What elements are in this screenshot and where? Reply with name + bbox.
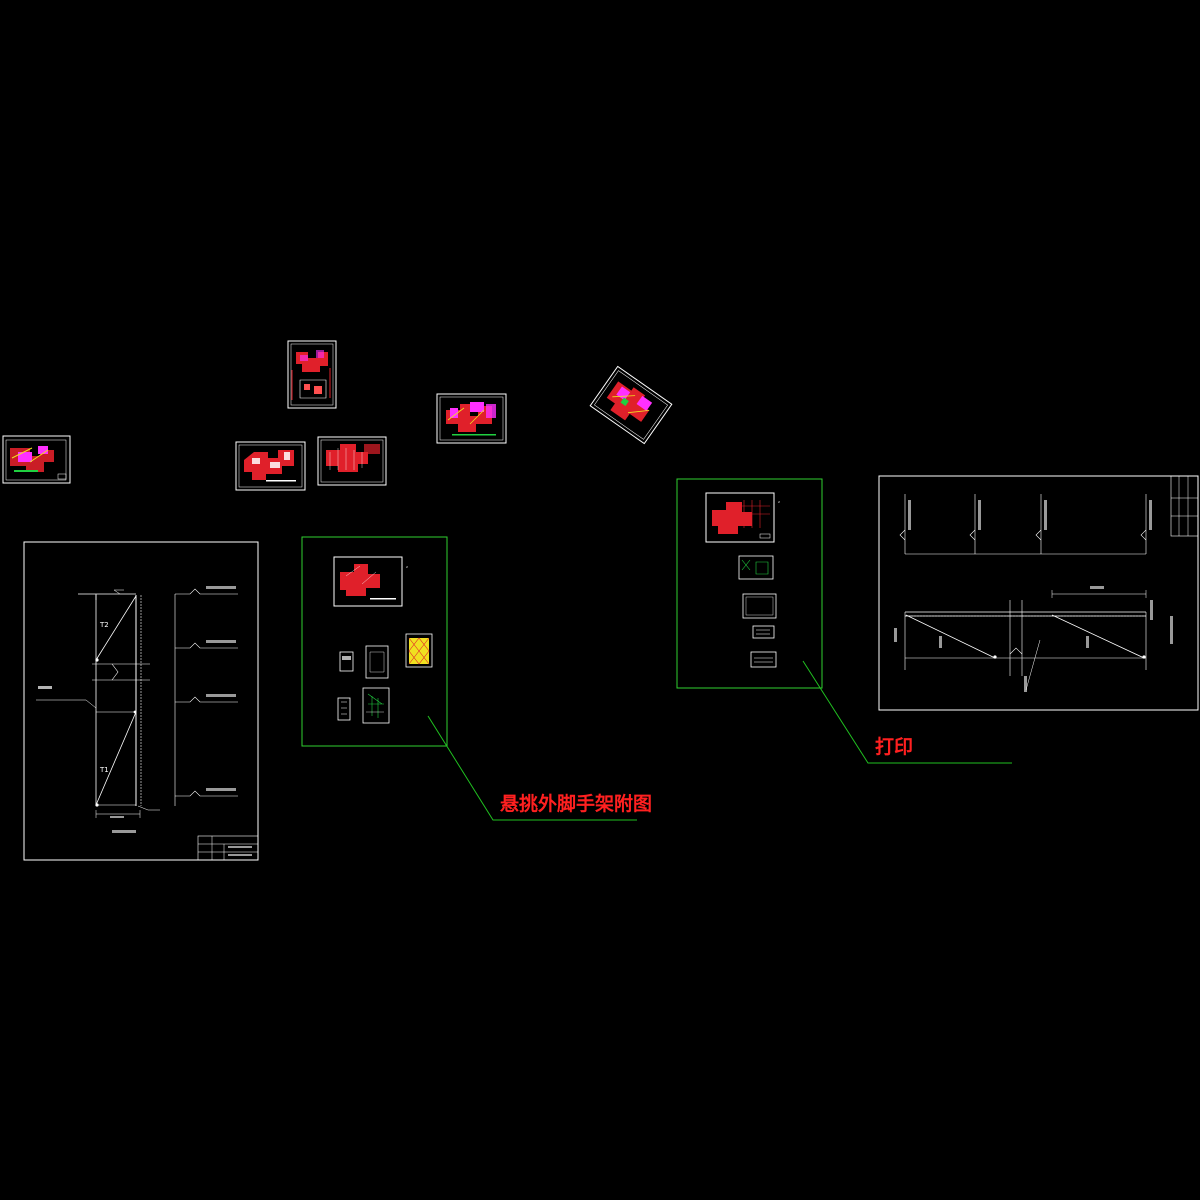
marker-t1: T1 — [99, 766, 109, 774]
plan-thumbnail-2[interactable] — [287, 340, 337, 409]
plan-thumbnail-6-rotated[interactable] — [589, 365, 673, 445]
annotation-print: 打印 — [802, 660, 1012, 764]
annotation-scaffold-drawings: 悬挑外脚手架附图 — [427, 715, 652, 821]
sheet-elevation-right[interactable] — [878, 475, 1199, 711]
label-scaffold-drawings: 悬挑外脚手架附图 — [500, 792, 652, 815]
plan-thumbnail-3[interactable] — [235, 441, 306, 491]
highlight-frame-print[interactable]: 2 — [676, 478, 823, 689]
plan-thumbnail-5[interactable] — [436, 393, 507, 444]
label-print: 打印 — [875, 735, 913, 758]
marker-t2: T2 — [99, 621, 109, 629]
svg-text:2: 2 — [406, 565, 408, 569]
svg-text:2: 2 — [778, 500, 780, 504]
plan-thumbnail-4[interactable] — [317, 436, 387, 486]
sheet-elevation-left[interactable]: T2 T1 — [23, 541, 259, 861]
plan-thumbnail-1[interactable] — [2, 435, 71, 484]
highlight-frame-scaffold[interactable]: 2 — [301, 536, 448, 747]
